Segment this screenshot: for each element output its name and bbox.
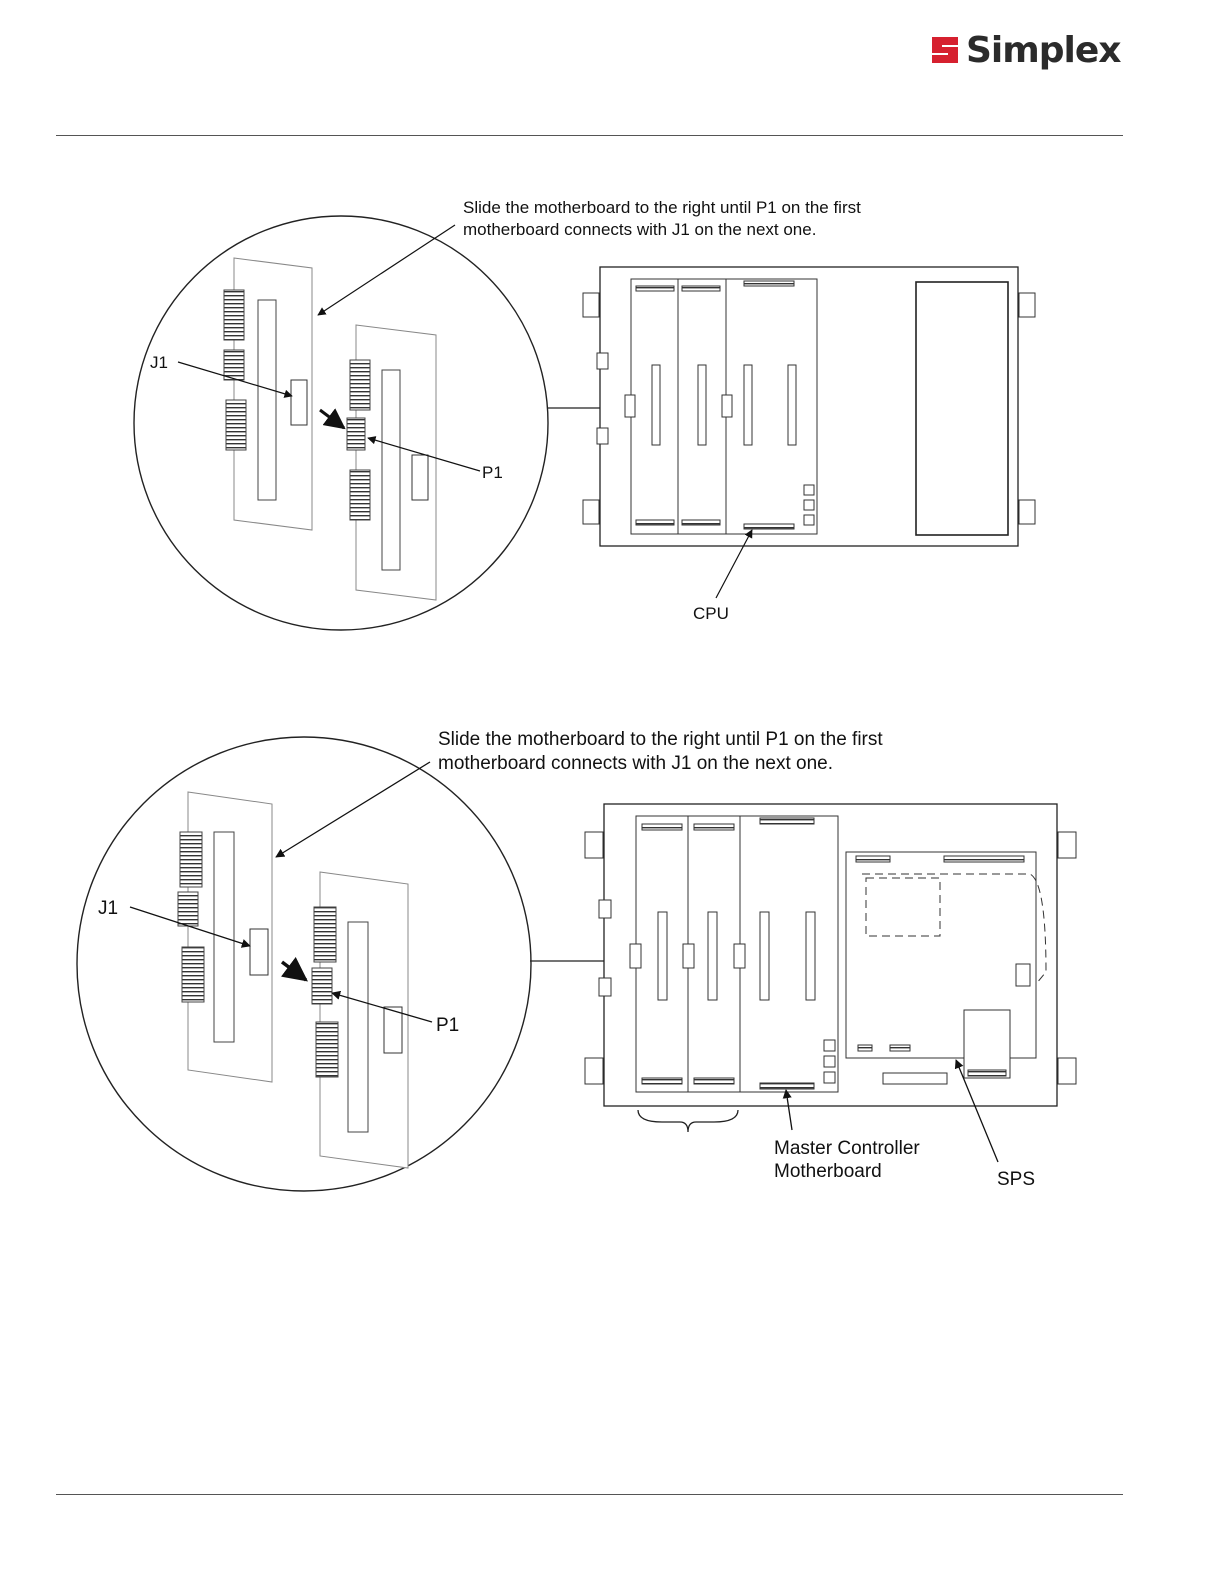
connector-strip xyxy=(744,281,794,286)
simplex-logo: Simplex xyxy=(928,28,1121,72)
label-p1: P1 xyxy=(482,463,503,482)
label-j1: J1 xyxy=(98,898,118,919)
connector-strip xyxy=(856,856,890,862)
edge-connector xyxy=(258,300,276,500)
label-p1: P1 xyxy=(436,1015,459,1036)
mount-tab xyxy=(585,1058,603,1084)
connector xyxy=(412,455,428,500)
terminal-block xyxy=(182,947,204,1002)
connector xyxy=(384,1007,402,1053)
side-connector xyxy=(599,978,611,996)
card-connector xyxy=(722,395,732,417)
card-slot xyxy=(708,912,717,1000)
connector-strip xyxy=(944,856,1024,862)
j1-connector xyxy=(291,380,307,425)
mount-tab xyxy=(585,832,603,858)
connector-strip xyxy=(636,286,674,291)
caption-line-1: Slide the motherboard to the right until… xyxy=(463,198,861,217)
label-cpu: CPU xyxy=(693,604,729,623)
slide-arrow xyxy=(282,962,306,980)
label-master-controller-1: Master Controller xyxy=(774,1138,920,1159)
connector-strip xyxy=(694,824,734,830)
cpu-connector-strip xyxy=(744,524,794,529)
terminal-block xyxy=(350,360,370,410)
j1-connector xyxy=(250,929,268,975)
card-slot xyxy=(788,365,796,445)
footer-rule xyxy=(56,1494,1123,1495)
simplex-logo-icon xyxy=(928,33,962,67)
figure-2: Slide the motherboard to the right until… xyxy=(0,722,1224,1212)
mount-tab xyxy=(1019,293,1035,317)
card-slot xyxy=(652,365,660,445)
figure-1-diagram: Slide the motherboard to the right until… xyxy=(0,190,1224,650)
mount-tab xyxy=(1058,1058,1076,1084)
brand-name: Simplex xyxy=(966,30,1121,71)
figure-1: Slide the motherboard to the right until… xyxy=(0,190,1224,650)
side-connector xyxy=(597,353,608,369)
ribbon-connector xyxy=(178,892,198,926)
slide-arrow xyxy=(320,410,344,428)
magnifier-circle xyxy=(134,216,548,630)
terminal-block xyxy=(316,1022,338,1077)
connector-strip xyxy=(642,1078,682,1084)
caption-line-1: Slide the motherboard to the right until… xyxy=(438,729,883,750)
edge-connector xyxy=(348,922,368,1132)
p1-connector xyxy=(347,418,365,450)
caption-leader xyxy=(276,762,430,857)
card-connector xyxy=(734,944,745,968)
caption-line-2: motherboard connects with J1 on the next… xyxy=(438,753,833,774)
small-component xyxy=(804,515,814,525)
mount-tab xyxy=(583,293,599,317)
card-connector xyxy=(625,395,635,417)
mc-connector-strip xyxy=(760,1083,814,1089)
card-slot xyxy=(698,365,706,445)
bracket xyxy=(638,1110,738,1132)
small-component xyxy=(824,1072,835,1083)
connector-strip xyxy=(636,520,674,525)
mount-tab xyxy=(1058,832,1076,858)
card-connector xyxy=(683,944,694,968)
side-connector xyxy=(599,900,611,918)
terminal-block xyxy=(350,470,370,520)
header-rule xyxy=(56,135,1123,136)
terminal-block xyxy=(180,832,202,887)
label-sps: SPS xyxy=(997,1169,1035,1190)
label-j1: J1 xyxy=(150,353,168,372)
power-supply-area xyxy=(916,282,1008,535)
label-master-controller-2: Motherboard xyxy=(774,1161,882,1182)
card-slot xyxy=(806,912,815,1000)
small-component xyxy=(1016,964,1030,986)
mount-tab xyxy=(1019,500,1035,524)
terminal-block xyxy=(226,400,246,450)
magnifier-circle xyxy=(77,737,531,1191)
small-component xyxy=(804,485,814,495)
connector-strip xyxy=(760,818,814,824)
connector-strip xyxy=(682,286,720,291)
terminal-block xyxy=(224,290,244,340)
side-connector xyxy=(597,428,608,444)
edge-connector xyxy=(382,370,400,570)
p1-connector xyxy=(312,968,332,1004)
small-component xyxy=(804,500,814,510)
small-component xyxy=(824,1040,835,1051)
ribbon-connector xyxy=(224,350,244,380)
card-slot xyxy=(760,912,769,1000)
connector-strip xyxy=(642,824,682,830)
small-component xyxy=(824,1056,835,1067)
card-connector xyxy=(630,944,641,968)
transformer xyxy=(964,1010,1010,1078)
connector-strip xyxy=(682,520,720,525)
caption-line-2: motherboard connects with J1 on the next… xyxy=(463,220,816,239)
caption-leader xyxy=(318,225,455,315)
card-slot xyxy=(744,365,752,445)
card-slot xyxy=(658,912,667,1000)
connector-strip xyxy=(890,1045,910,1051)
slot xyxy=(883,1073,947,1084)
terminal-block xyxy=(314,907,336,962)
figure-2-diagram: Slide the motherboard to the right until… xyxy=(0,722,1224,1212)
connector-strip xyxy=(694,1078,734,1084)
connector-strip xyxy=(968,1070,1006,1076)
mount-tab xyxy=(583,500,599,524)
connector-strip xyxy=(858,1045,872,1051)
